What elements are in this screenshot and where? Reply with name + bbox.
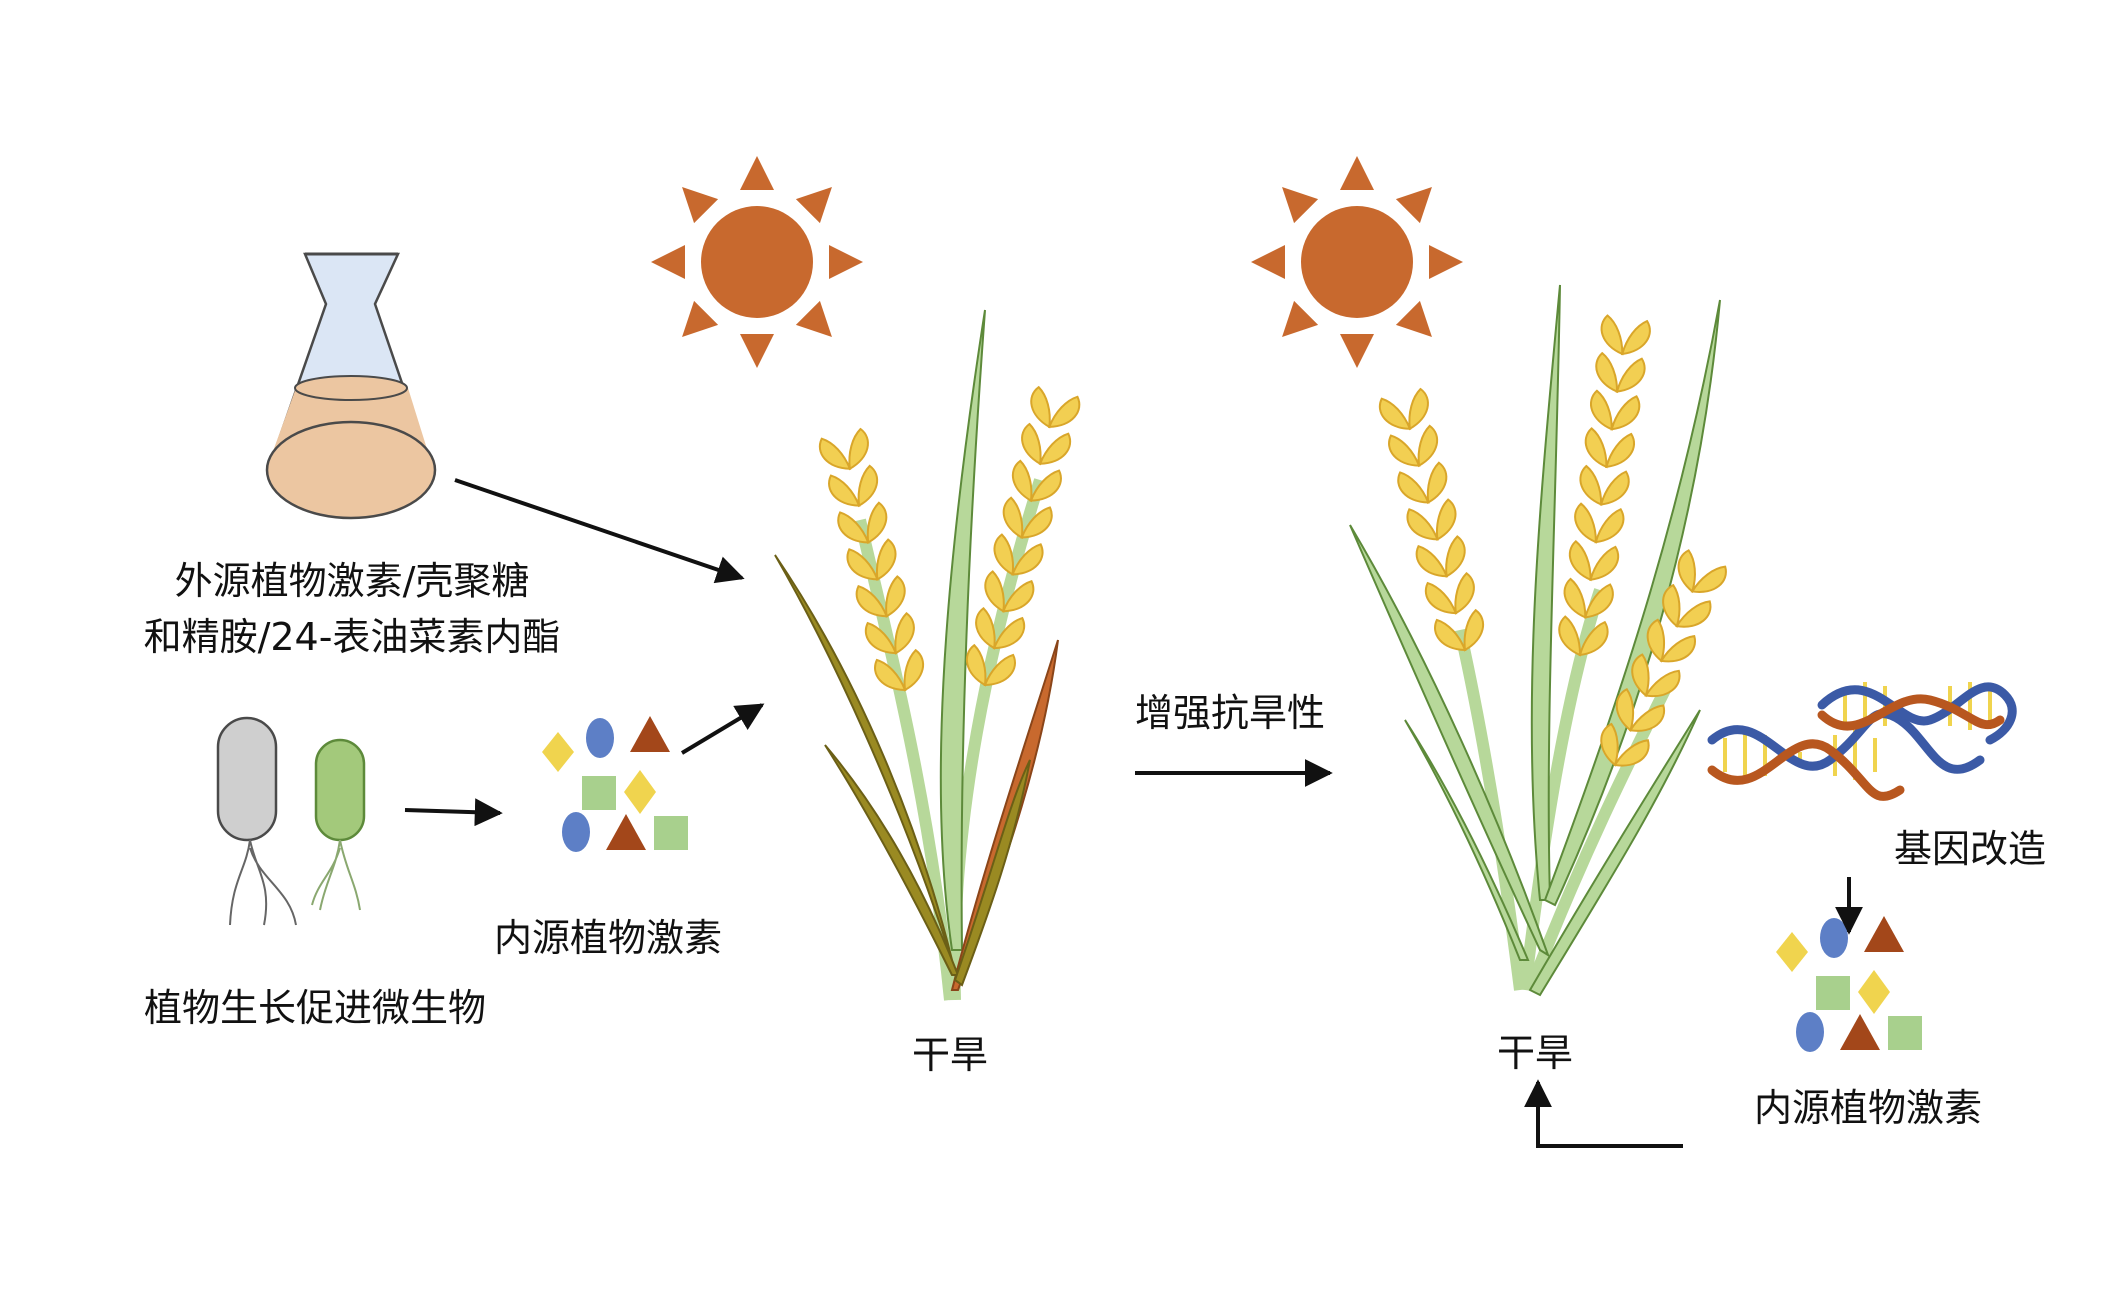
arrow-hormones-to-plant	[682, 705, 762, 753]
pgpm-label: 植物生长促进微生物	[144, 985, 486, 1033]
exogenous-label-line1: 外源植物激素/壳聚糖	[175, 558, 530, 606]
exogenous-label-line2: 和精胺/24-表油菜素内酯	[144, 614, 561, 662]
arrow-bacteria-to-hormones	[405, 810, 500, 813]
sun-right-icon	[1251, 156, 1463, 368]
endogenous-right-label: 内源植物激素	[1754, 1085, 1982, 1133]
sun-left-icon	[651, 156, 863, 368]
dna-icon	[1712, 682, 2012, 796]
endogenous-hormones-right-icon	[1776, 916, 1922, 1052]
wheat-drought-right-icon	[1350, 285, 1729, 995]
genetic-label: 基因改造	[1894, 826, 2046, 874]
drought-left-label: 干旱	[912, 1032, 988, 1080]
arrow-hormones-to-drought	[1538, 1082, 1683, 1146]
flask-icon	[267, 254, 435, 518]
enhance-label: 增强抗旱性	[1135, 690, 1325, 738]
bacterium-green-icon	[312, 740, 364, 910]
wheat-drought-left-icon	[775, 310, 1082, 1000]
endogenous-hormones-left-icon	[542, 716, 688, 852]
drought-right-label: 干旱	[1497, 1030, 1573, 1078]
endogenous-left-label: 内源植物激素	[494, 915, 722, 963]
bacterium-gray-icon	[218, 718, 296, 925]
